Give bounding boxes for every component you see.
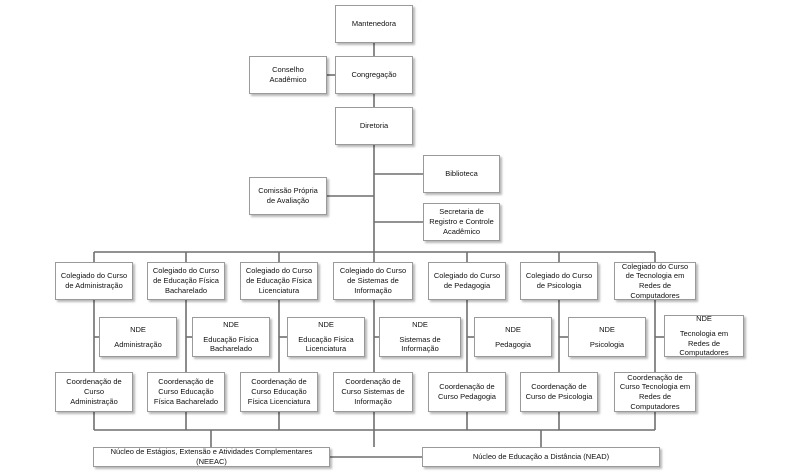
colegiado-label: Colegiado do Curso de Sistemas de Inform…	[339, 266, 407, 295]
coordenacao-label: Coordenação de Curso Tecnologia em Redes…	[619, 372, 691, 411]
colegiado-box: Colegiado do Curso de Tecnologia em Rede…	[614, 262, 696, 300]
colegiado-label: Colegiado do Curso de Tecnologia em Rede…	[621, 261, 689, 300]
nde-name: Educação Física Licenciatura	[298, 334, 354, 354]
colegiado-box: Colegiado do Curso de Administração	[55, 262, 133, 300]
coordenacao-box: Coordenação de Curso Educação Física Lic…	[240, 372, 318, 412]
label-diretoria: Diretoria	[359, 121, 389, 131]
box-diretoria: Diretoria	[335, 107, 413, 145]
coordenacao-box: Coordenação de Curso Administração	[55, 372, 133, 412]
box-biblioteca: Biblioteca	[423, 155, 500, 193]
box-mantenedora: Mantenedora	[335, 5, 413, 43]
coordenacao-box: Coordenação de Curso Educação Física Bac…	[147, 372, 225, 412]
nde-name: Pedagogia	[495, 339, 531, 349]
nde-title: NDE	[130, 324, 146, 334]
label-nead: Núcleo de Educação a Distância (NEAD)	[472, 452, 610, 462]
colegiado-label: Colegiado do Curso de Administração	[60, 271, 128, 290]
coordenacao-box: Coordenação de Curso Tecnologia em Redes…	[614, 372, 696, 412]
nde-title: NDE	[505, 324, 521, 334]
label-congregacao: Congregação	[351, 70, 397, 80]
colegiado-box: Colegiado do Curso de Sistemas de Inform…	[333, 262, 413, 300]
box-conselho-academico: Conselho Acadêmico	[249, 56, 327, 94]
nde-title: NDE	[599, 324, 615, 334]
box-nead: Núcleo de Educação a Distância (NEAD)	[422, 447, 660, 467]
label-neeac: Núcleo de Estágios, Extensão e Atividade…	[110, 447, 313, 466]
label-conselho-academico: Conselho Acadêmico	[269, 65, 307, 84]
colegiado-label: Colegiado do Curso de Educação Física Li…	[245, 266, 313, 295]
colegiado-label: Colegiado do Curso de Pedagogia	[433, 271, 501, 290]
nde-name: Educação Física Bacharelado	[203, 334, 259, 354]
nde-name: Tecnologia em Redes de Computadores	[679, 328, 729, 358]
coordenacao-box: Coordenação de Curso Sistemas de Informa…	[333, 372, 413, 412]
coordenacao-box: Coordenação de Curso de Psicologia	[520, 372, 598, 412]
colegiado-box: Colegiado do Curso de Educação Física Ba…	[147, 262, 225, 300]
nde-box: NDE Pedagogia	[474, 317, 552, 357]
colegiado-box: Colegiado do Curso de Pedagogia	[428, 262, 506, 300]
label-biblioteca: Biblioteca	[445, 169, 478, 179]
nde-title: NDE	[696, 314, 712, 323]
coordenacao-box: Coordenação de Curso Pedagogia	[428, 372, 506, 412]
coordenacao-label: Coordenação de Curso Sistemas de Informa…	[341, 377, 405, 406]
nde-name: Sistemas de Informação	[399, 334, 441, 354]
nde-title: NDE	[412, 319, 428, 329]
colegiado-label: Colegiado do Curso de Psicologia	[525, 271, 593, 290]
box-neeac: Núcleo de Estágios, Extensão e Atividade…	[93, 447, 330, 467]
coordenacao-label: Coordenação de Curso Administração	[66, 377, 122, 406]
colegiado-box: Colegiado do Curso de Educação Física Li…	[240, 262, 318, 300]
label-cpa: Comissão Própria de Avaliação	[258, 186, 318, 205]
nde-title: NDE	[318, 319, 334, 329]
nde-name: Psicologia	[589, 339, 625, 349]
nde-box: NDE Educação Física Bacharelado	[192, 317, 270, 357]
box-secretaria: Secretaria de Registro e Controle Acadêm…	[423, 203, 500, 241]
nde-name: Administração	[114, 339, 162, 349]
coordenacao-label: Coordenação de Curso de Psicologia	[525, 382, 593, 401]
label-mantenedora: Mantenedora	[351, 19, 397, 29]
label-secretaria: Secretaria de Registro e Controle Acadêm…	[429, 207, 494, 236]
colegiado-label: Colegiado do Curso de Educação Física Ba…	[152, 266, 220, 295]
coordenacao-label: Coordenação de Curso Educação Física Bac…	[153, 377, 219, 406]
nde-box: NDE Administração	[99, 317, 177, 357]
coordenacao-label: Coordenação de Curso Pedagogia	[438, 382, 496, 401]
box-cpa: Comissão Própria de Avaliação	[249, 177, 327, 215]
nde-box: NDE Tecnologia em Redes de Computadores	[664, 314, 744, 358]
nde-box: NDE Psicologia	[568, 317, 646, 357]
box-congregacao: Congregação	[335, 56, 413, 94]
colegiado-box: Colegiado do Curso de Psicologia	[520, 262, 598, 300]
nde-box: NDE Educação Física Licenciatura	[287, 317, 365, 357]
coordenacao-label: Coordenação de Curso Educação Física Lic…	[247, 377, 311, 406]
nde-title: NDE	[223, 319, 239, 329]
nde-box: NDE Sistemas de Informação	[379, 317, 461, 357]
